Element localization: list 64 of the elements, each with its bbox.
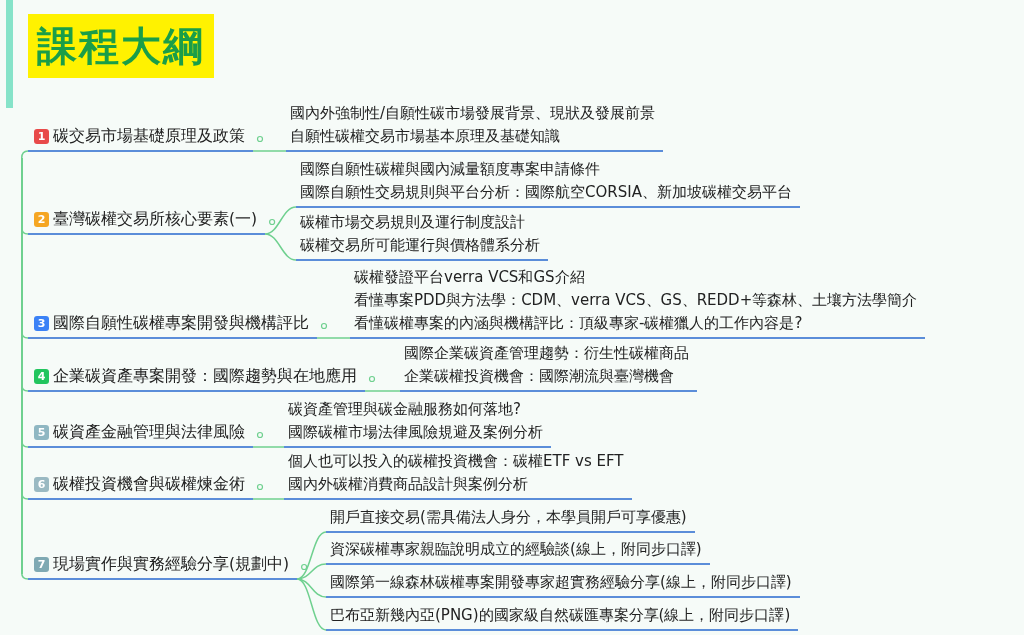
branch-line — [264, 233, 297, 261]
subtopic-item — [296, 211, 548, 261]
branch-line — [21, 572, 29, 580]
number-badge: 3 — [34, 315, 49, 331]
number-badge: 7 — [34, 556, 49, 572]
title: 課程大綱 — [28, 14, 214, 78]
number-badge: 5 — [34, 424, 49, 440]
subtopic-text: 看懂碳權專案的內涵與機構評比：頂級專家-碳權獵人的工作內容是? — [354, 313, 804, 334]
number-badge: 6 — [34, 476, 49, 492]
subtopic-item — [326, 604, 799, 631]
topic-text: 企業碳資產專案開發：國際趨勢與在地應用 — [53, 365, 357, 387]
subtopic-text: 開戶直接交易(需具備法人身分，本學員開戶可享優惠) — [330, 507, 687, 528]
branch-line — [296, 563, 327, 580]
topic-item — [28, 472, 253, 500]
subtopic-text: 自願性碳權交易市場基本原理及基礎知識 — [290, 126, 561, 147]
branch-line — [296, 578, 327, 598]
branch-line — [252, 446, 285, 448]
subtopic-text: 碳權發證平台verra VCS和GS介紹 — [354, 267, 586, 288]
subtopic-item — [326, 538, 710, 565]
topic-item — [28, 124, 253, 152]
subtopic-text: 碳權交易所可能運行與價格體系分析 — [300, 235, 540, 256]
branch-line — [296, 578, 327, 631]
topic-text: 臺灣碳權交易所核心要素(一) — [53, 208, 258, 230]
topic-item — [28, 364, 365, 392]
topic-text: 現場實作與實務經驗分享(規劃中) — [53, 553, 290, 575]
branch-line — [21, 150, 29, 159]
subtopic-text: 國內外碳權消費商品設計與案例分析 — [288, 474, 529, 495]
subtopic-text: 國際企業碳資產管理趨勢：衍生性碳權商品 — [404, 343, 689, 364]
topic-item — [28, 311, 317, 339]
topic-text: 碳交易市場基礎原理及政策 — [53, 125, 245, 147]
subtopic-item — [284, 398, 551, 448]
subtopic-text: 個人也可以投入的碳權投資機會：碳權ETF vs EFT — [288, 451, 624, 472]
subtopic-item — [296, 158, 800, 208]
branch-line — [252, 150, 287, 152]
number-badge: 4 — [34, 368, 49, 384]
subtopic-text: 巴布亞新幾內亞(PNG)的國家級自然碳匯專案分享(線上，附同步口譯) — [330, 605, 791, 626]
branch-line — [252, 498, 285, 500]
subtopic-item — [350, 266, 926, 339]
number-badge: 1 — [34, 128, 49, 144]
topic-text: 碳資產金融管理與法律風險 — [53, 421, 245, 443]
subtopic-text: 碳權市場交易規則及運行制度設計 — [300, 212, 526, 233]
subtopic-text: 資深碳權專家親臨說明成立的經驗談(線上，附同步口譯) — [330, 539, 702, 560]
topic-text: 碳權投資機會與碳權煉金術 — [53, 473, 245, 495]
subtopic-text: 看懂專案PDD與方法學：CDM、verra VCS、GS、REDD+等森林、土壤方法學簡介 — [354, 290, 918, 311]
topic-text: 國際自願性碳權專案開發與機構評比 — [53, 312, 309, 334]
subtopic-text: 國際自願性交易規則與平台分析：國際航空CORSIA、新加坡碳權交易平台 — [300, 182, 792, 203]
topic-item — [28, 552, 298, 580]
topic-item — [28, 420, 253, 448]
subtopic-text: 國際碳權市場法律風險規避及案例分析 — [288, 422, 543, 443]
subtopic-text: 碳資產管理與碳金融服務如何落地? — [288, 399, 522, 420]
subtopic-text: 國內外強制性/自願性碳市場發展背景、現狀及發展前景 — [290, 103, 656, 124]
subtopic-text: 國際第一線森林碳權專案開發專家超實務經驗分享(線上，附同步口譯) — [330, 572, 792, 593]
subtopic-item — [326, 571, 800, 598]
branch-line — [264, 206, 297, 235]
subtopic-item — [400, 342, 697, 392]
topic-item — [28, 207, 266, 235]
subtopic-item — [326, 506, 695, 533]
subtopic-item — [286, 102, 664, 152]
subtopic-text: 企業碳權投資機會：國際潮流與臺灣機會 — [404, 366, 675, 387]
branch-line — [364, 390, 401, 392]
subtopic-item — [284, 450, 632, 500]
branch-line — [316, 337, 351, 339]
number-badge: 2 — [34, 211, 49, 227]
subtopic-text: 國際自願性碳權與國內減量額度專案申請條件 — [300, 159, 601, 180]
